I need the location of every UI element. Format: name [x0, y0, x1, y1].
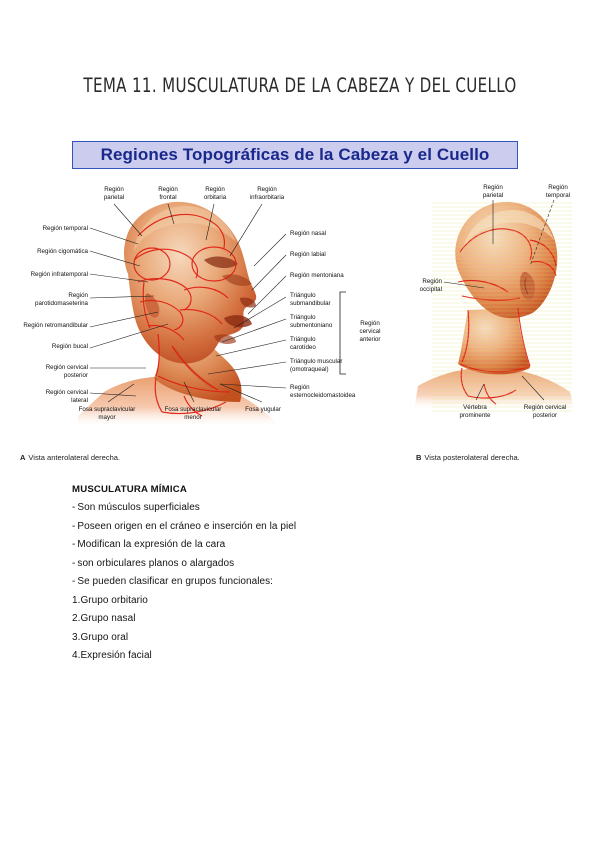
figure-b-illustration: [414, 201, 574, 414]
figure-a-label-right-6: Triángulo muscular (omotraqueal): [290, 358, 343, 373]
figure-a-caption-text: Vista anterolateral derecha.: [28, 453, 121, 462]
bullet-marker-1: -: [72, 520, 76, 532]
figure-a-label-bottom-1: Fosa supraclavicular menor: [164, 406, 222, 421]
figure-a-illustration: [78, 201, 276, 428]
figure-b-label-top-1: Región temporal: [545, 184, 571, 199]
bullet-marker-2: -: [72, 539, 76, 550]
figure-b-caption-letter: B: [416, 453, 422, 462]
page-title: TEMA 11. MUSCULATURA DE LA CABEZA Y DEL …: [83, 74, 517, 97]
figure-a-bracket-label: Región cervical anterior: [359, 320, 381, 343]
figure-a-label-right-1: Región labial: [290, 251, 326, 258]
figure-a: Región parietal Región frontal Región or…: [8, 178, 390, 470]
figure-a-label-right-4: Triángulo submentoniano: [290, 314, 333, 329]
figure-a-label-left-3: Región parotidomaseterina: [35, 292, 88, 307]
figure-a-bracket: [339, 291, 346, 375]
notes-bullet-3: -son orbiculares planos o alargados: [72, 558, 492, 569]
figure-a-label-left-4: Región retromandibular: [23, 322, 88, 329]
figure-b-leader-lines: [443, 199, 555, 401]
figure-b-label-left-0: Región occipital: [419, 278, 442, 293]
notes-numbered-3: 4.Expresión facial: [72, 650, 152, 661]
bullet-marker-3: -: [72, 557, 76, 569]
notes-bullet-text-4: Se pueden clasificar en grupos funcional…: [77, 576, 273, 587]
figure-a-leader-lines: [89, 203, 346, 403]
notes-bullet-0: -Son músculos superficiales: [72, 502, 492, 513]
figure-a-label-left-5: Región bucal: [51, 343, 88, 350]
notes-bullet-2: -Modifican la expresión de la cara: [72, 539, 492, 550]
figure-a-label-left-6: Región cervical posterior: [45, 364, 88, 379]
notes-bullet-text-0: Son músculos superficiales: [77, 502, 200, 513]
figure-a-label-top-1: Región frontal: [158, 186, 178, 201]
notes-numbered-2: 3.Grupo oral: [72, 631, 129, 643]
notes-bullet-text-2: Modifican la expresión de la cara: [77, 539, 226, 550]
bullet-marker-4: -: [72, 576, 76, 587]
notes-bullet-text-3: son orbiculares planos o alargados: [77, 557, 235, 569]
figure-b: Región parietal Región temporal Región o…: [398, 178, 596, 470]
figure-b-label-bottom-0: Vértebra prominente: [459, 404, 491, 419]
figure-a-label-top-0: Región parietal: [103, 186, 125, 201]
figure-a-label-left-1: Región cigomática: [37, 248, 88, 255]
figure-b-label-bottom-1: Región cervical posterior: [523, 404, 567, 419]
figure-a-label-left-7: Región cervical lateral: [45, 389, 88, 404]
notes-bullet-4: -Se pueden clasificar en grupos funciona…: [72, 576, 492, 587]
figure-a-label-right-3: Triángulo submandibular: [290, 292, 331, 307]
figure-a-label-right-2: Región mentoniana: [290, 272, 344, 279]
notes-numbered-0: 1.Grupo orbitario: [72, 594, 148, 606]
figure-b-label-top-0: Región parietal: [482, 184, 504, 199]
figure-group: Región parietal Región frontal Región or…: [0, 178, 600, 470]
notes-bullet-1: -Poseen origen en el cráneo e inserción …: [72, 521, 492, 532]
section-heading-text: Regiones Topográficas de la Cabeza y el …: [100, 145, 490, 164]
figure-a-label-bottom-2: Fosa yugular: [245, 406, 281, 413]
section-heading-box: Regiones Topográficas de la Cabeza y el …: [72, 141, 518, 169]
figure-a-label-left-0: Región temporal: [42, 225, 88, 232]
figure-a-label-top-3: Región infraorbitaria: [249, 186, 285, 201]
figure-a-label-right-7: Región esternocleidomastoidea: [290, 384, 356, 399]
figure-a-label-right-5: Triángulo carotídeo: [290, 336, 316, 351]
figure-a-label-left-2: Región infratemporal: [30, 271, 88, 278]
notes-section: MUSCULATURA MÍMICA -Son músculos superfi…: [72, 484, 492, 669]
notes-bullet-text-1: Poseen origen en el cráneo e inserción e…: [77, 520, 297, 532]
figure-a-label-top-2: Región orbitaria: [203, 186, 227, 201]
notes-heading: MUSCULATURA MÍMICA: [72, 484, 187, 495]
bullet-marker-0: -: [72, 502, 76, 513]
figure-b-caption-text: Vista posterolateral derecha.: [424, 453, 520, 462]
figure-a-label-right-0: Región nasal: [290, 230, 327, 237]
figure-a-caption-letter: A: [20, 453, 26, 462]
notes-numbered-1: 2.Grupo nasal: [72, 613, 136, 624]
figure-a-label-bottom-0: Fosa supraclavicular mayor: [78, 406, 136, 421]
